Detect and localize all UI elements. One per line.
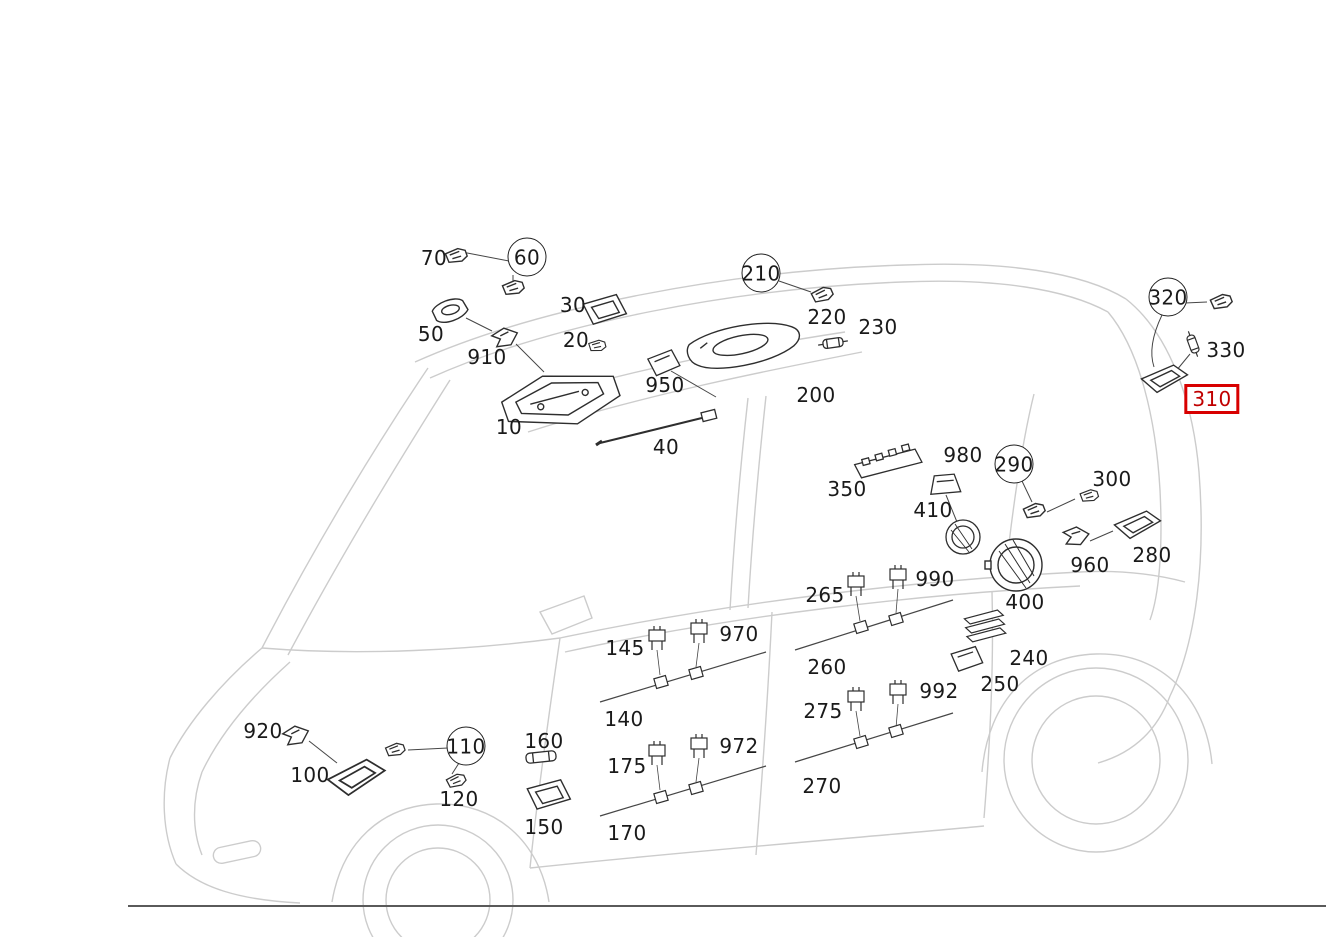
leader-910-console: [515, 343, 545, 373]
part-label-10[interactable]: 10: [495, 415, 523, 439]
hood-crease: [201, 661, 291, 773]
part-label-265[interactable]: 265: [805, 583, 845, 607]
part-label-992[interactable]: 992: [919, 679, 959, 703]
rear-pillar-outer: [1125, 298, 1202, 697]
part-label-145[interactable]: 145: [605, 636, 645, 660]
front-wheel-outer: [362, 824, 514, 937]
harness-140: [599, 651, 767, 703]
harness-270: [794, 712, 954, 763]
part-label-40[interactable]: 40: [652, 435, 680, 459]
rocker-line: [529, 825, 985, 869]
b-pillar-b: [747, 395, 767, 609]
harness-drop-lines: [656, 588, 899, 791]
part-label-120[interactable]: 120: [439, 787, 479, 811]
mirror: [538, 595, 593, 635]
leader-980: [945, 494, 958, 523]
part-label-140[interactable]: 140: [604, 707, 644, 731]
part-label-320[interactable]: 320: [1148, 277, 1188, 317]
part-label-230[interactable]: 230: [858, 315, 898, 339]
leader-920-100: [308, 740, 338, 764]
door-mid-edge: [755, 611, 773, 856]
front-face: [163, 757, 177, 865]
leader-320-310: [1151, 314, 1163, 368]
leader-320-clip: [1184, 301, 1208, 304]
rear-wheel-outer: [1003, 667, 1189, 853]
a-pillar-outer: [261, 367, 429, 649]
part-label-910[interactable]: 910: [467, 345, 507, 369]
part-label-220[interactable]: 220: [807, 305, 847, 329]
part-label-210[interactable]: 210: [741, 253, 781, 293]
part-label-260[interactable]: 260: [807, 655, 847, 679]
part-label-270[interactable]: 270: [802, 774, 842, 798]
leader-110-clip: [407, 747, 449, 751]
leader-lines: [308, 251, 1208, 775]
a-pillar-inner: [287, 379, 451, 656]
harness-lines: [599, 588, 954, 817]
part-label-980[interactable]: 980: [943, 443, 983, 467]
part-label-400[interactable]: 400: [1005, 590, 1045, 614]
part-label-300[interactable]: 300: [1092, 467, 1132, 491]
rear-lower: [1097, 695, 1171, 764]
beltline: [559, 570, 1186, 639]
leader-50-910: [465, 317, 493, 332]
part-label-410[interactable]: 410: [913, 498, 953, 522]
front-face-inner: [193, 771, 203, 856]
leader-290-clip: [1021, 480, 1033, 503]
part-label-110[interactable]: 110: [446, 726, 486, 766]
grille: [212, 839, 262, 865]
roof-inner: [429, 280, 1109, 379]
rear-wheel-inner: [1031, 695, 1161, 825]
harness-170: [599, 765, 767, 817]
part-label-200[interactable]: 200: [796, 383, 836, 407]
part-label-950[interactable]: 950: [645, 373, 685, 397]
front-wheel-inner: [385, 847, 491, 937]
leader-290-300: [1046, 498, 1076, 513]
roof-outer: [414, 263, 1127, 363]
part-label-50[interactable]: 50: [417, 322, 445, 346]
rear-wheel-arch: [981, 653, 1213, 773]
part-label-972[interactable]: 972: [719, 734, 759, 758]
part-label-970[interactable]: 970: [719, 622, 759, 646]
part-label-350[interactable]: 350: [827, 477, 867, 501]
part-label-275[interactable]: 275: [803, 699, 843, 723]
rear-pillar-inner: [1107, 311, 1162, 621]
part-label-240[interactable]: 240: [1009, 646, 1049, 670]
part-label-160[interactable]: 160: [524, 729, 564, 753]
leader-70-60: [461, 251, 510, 262]
part-label-330[interactable]: 330: [1206, 338, 1246, 362]
part-label-60[interactable]: 60: [507, 237, 547, 277]
part-label-280[interactable]: 280: [1132, 543, 1172, 567]
hood-side: [169, 647, 263, 759]
part-label-990[interactable]: 990: [915, 567, 955, 591]
part-label-310[interactable]: 310: [1184, 384, 1240, 414]
leader-110-120: [451, 762, 460, 775]
leader-210-220: [778, 280, 812, 293]
bumper-bottom: [175, 863, 301, 904]
part-label-30[interactable]: 30: [559, 293, 587, 317]
part-label-250[interactable]: 250: [980, 672, 1020, 696]
part-label-175[interactable]: 175: [607, 754, 647, 778]
harness-260: [794, 599, 954, 651]
leader-960-280: [1089, 530, 1114, 542]
part-label-290[interactable]: 290: [994, 444, 1034, 484]
part-label-170[interactable]: 170: [607, 821, 647, 845]
leader-950: [670, 370, 717, 398]
part-label-70[interactable]: 70: [420, 246, 448, 270]
cowl-line: [261, 637, 561, 653]
part-label-960[interactable]: 960: [1070, 553, 1110, 577]
part-label-20[interactable]: 20: [562, 328, 590, 352]
b-pillar-a: [729, 397, 749, 611]
part-label-150[interactable]: 150: [524, 815, 564, 839]
part-label-920[interactable]: 920: [243, 719, 283, 743]
part-label-100[interactable]: 100: [290, 763, 330, 787]
